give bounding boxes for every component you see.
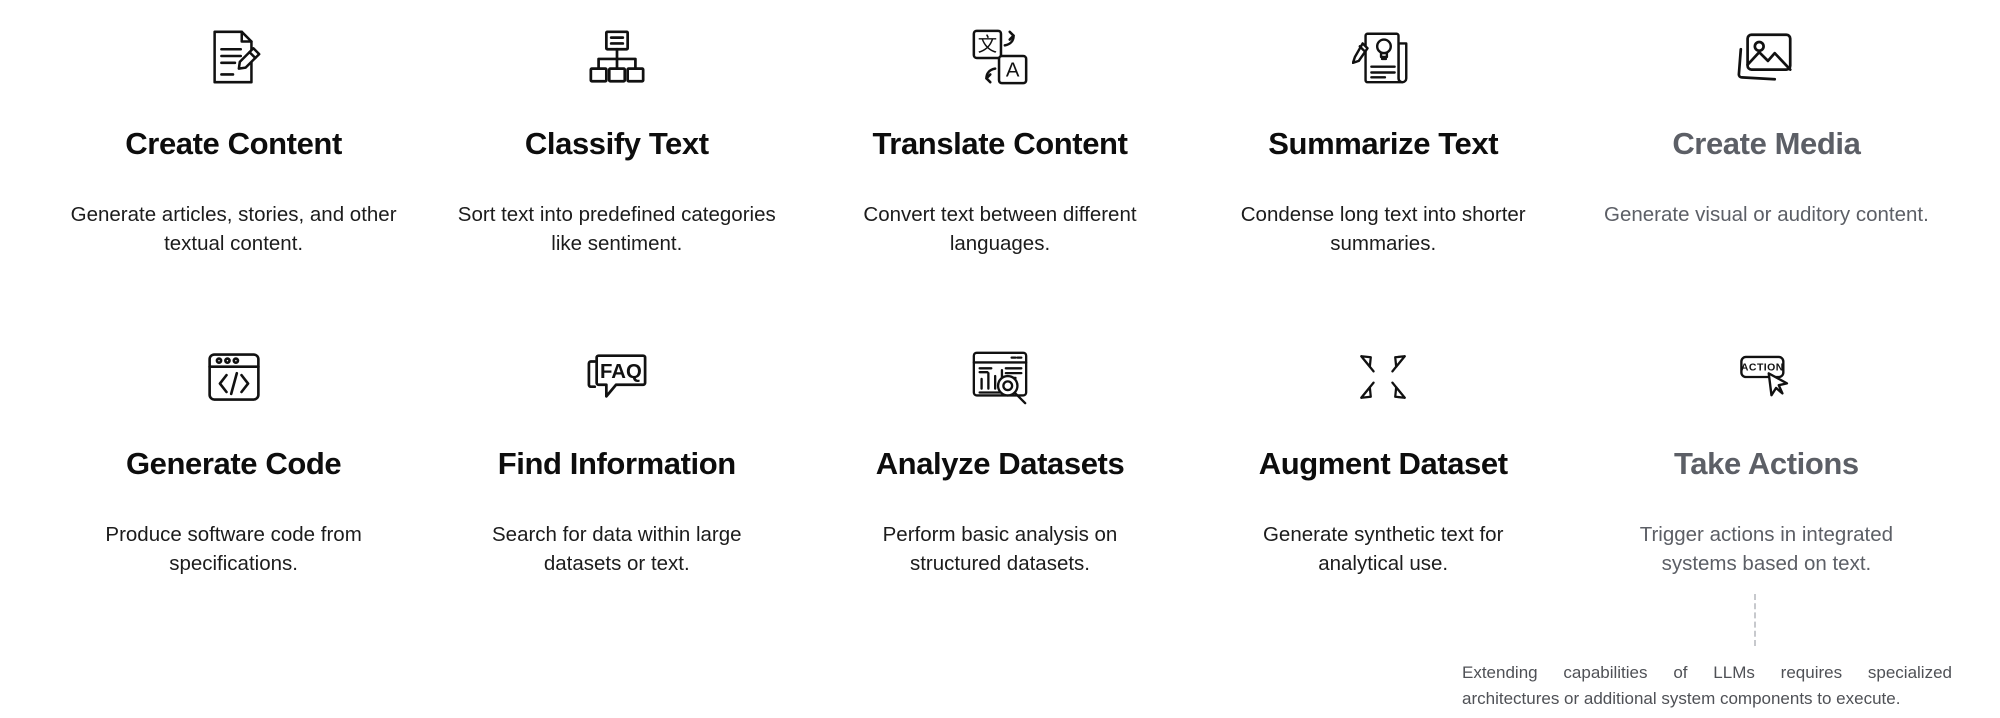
card-title: Create Media: [1672, 126, 1861, 161]
card-title: Create Content: [125, 126, 342, 161]
card-title: Generate Code: [125, 446, 342, 481]
analytics-magnifier-icon: [969, 334, 1031, 420]
capability-card-find-information[interactable]: FAQ Find Information Search for data wit…: [425, 334, 808, 654]
card-description: Produce software code from specification…: [105, 522, 362, 576]
capability-card-create-content[interactable]: Create Content Generate articles, storie…: [42, 14, 425, 334]
card-title: Augment Dataset: [1258, 446, 1508, 481]
capability-card-generate-code[interactable]: Generate Code Produce software code from…: [42, 334, 425, 654]
dashed-connector-line: [1754, 594, 1756, 646]
code-window-icon: [204, 334, 264, 420]
card-title: Take Actions: [1674, 446, 1859, 481]
four-arrows-expand-icon: [1351, 334, 1415, 420]
card-description: Condense long text into shorter summarie…: [1240, 202, 1526, 256]
footnote-line-1: Extending capabilities of LLMs requires …: [1462, 663, 1952, 682]
card-title: Classify Text: [524, 126, 709, 161]
card-title: Analyze Datasets: [875, 446, 1125, 481]
hierarchy-tree-icon: [586, 14, 648, 100]
card-description: Sort text into predefined categories lik…: [457, 202, 776, 256]
capability-card-classify-text[interactable]: Classify Text Sort text into predefined …: [425, 14, 808, 334]
translate-language-icon: 文 A: [969, 14, 1031, 100]
translate-source-glyph: 文: [978, 33, 997, 56]
card-description: Perform basic analysis on structured dat…: [882, 522, 1118, 576]
faq-speech-bubble-icon: FAQ: [586, 334, 648, 420]
footnote-line-2: architectures or additional system compo…: [1462, 688, 1901, 708]
capability-card-take-actions[interactable]: ACTION Take Actions Trigger actions in i…: [1575, 334, 1958, 654]
card-title: Find Information: [497, 446, 737, 481]
card-description: Convert text between different languages…: [863, 202, 1137, 256]
action-button-cursor-icon: ACTION: [1735, 334, 1797, 420]
document-pencil-icon: [203, 14, 265, 100]
card-title: Summarize Text: [1268, 126, 1499, 161]
faq-glyph: FAQ: [600, 361, 642, 383]
card-description: Generate synthetic text for analytical u…: [1262, 522, 1504, 576]
capability-grid: Create Content Generate articles, storie…: [42, 14, 1958, 654]
action-glyph: ACTION: [1741, 363, 1784, 374]
image-stack-icon: [1735, 14, 1797, 100]
card-description: Search for data within large datasets or…: [492, 522, 742, 576]
footnote-note: Extending capabilities of LLMs requires …: [1462, 660, 1952, 712]
card-description: Generate articles, stories, and other te…: [70, 202, 397, 256]
card-description: Trigger actions in integrated systems ba…: [1639, 522, 1894, 576]
card-description: Generate visual or auditory content.: [1604, 202, 1929, 226]
capability-card-create-media[interactable]: Create Media Generate visual or auditory…: [1575, 14, 1958, 334]
capability-card-translate-content[interactable]: 文 A Translate Content Convert text betwe…: [808, 14, 1191, 334]
translate-target-glyph: A: [1006, 59, 1020, 81]
capability-card-augment-dataset[interactable]: Augment Dataset Generate synthetic text …: [1192, 334, 1575, 654]
capability-card-summarize-text[interactable]: Summarize Text Condense long text into s…: [1192, 14, 1575, 334]
card-title: Translate Content: [872, 126, 1128, 161]
capability-card-analyze-datasets[interactable]: Analyze Datasets Perform basic analysis …: [808, 334, 1191, 654]
document-lightbulb-pencil-icon: [1352, 14, 1414, 100]
